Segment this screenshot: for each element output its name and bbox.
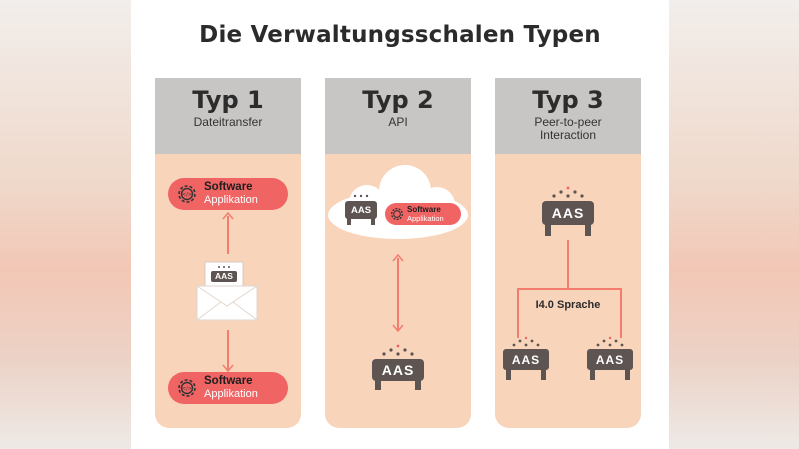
arrow-up-icon: [222, 212, 234, 220]
column-typ-1: Typ 1 Dateitransfer </> Software Applika…: [155, 78, 301, 428]
column-subtitle: API: [388, 115, 408, 129]
arrow-up-icon: [392, 254, 404, 262]
connector-horizontal: [517, 288, 621, 290]
slide: Die Verwaltungsschalen Typen Typ 1 Datei…: [131, 0, 669, 449]
background-blur-left: [0, 0, 131, 449]
arrow-down-icon: [392, 324, 404, 332]
column-header: Typ 1 Dateitransfer: [155, 78, 301, 154]
arrow-up-line: [227, 216, 229, 254]
envelope-icon: [196, 261, 258, 321]
column-typ-2: Typ 2 API AAS Software: [325, 78, 471, 428]
column-type: Typ 3: [532, 86, 604, 114]
arrow-down-icon: [222, 364, 234, 372]
connector-right: [620, 288, 622, 338]
pill-title: Software: [204, 181, 253, 193]
connector-vertical: [567, 240, 569, 288]
pill-subtitle: Applikation: [204, 388, 258, 400]
pill-title: Software: [407, 205, 441, 214]
right-aas-label: AAS: [595, 353, 625, 367]
svg-text:</>: </>: [182, 192, 192, 198]
top-aas-label: AAS: [551, 205, 585, 221]
arrow-down-line: [227, 330, 229, 370]
aas-device-icon: [372, 344, 424, 390]
column-subtitle-line2: Interaction: [539, 128, 597, 142]
background-blur-right: [669, 0, 799, 449]
column-type: Typ 1: [192, 86, 264, 114]
pill-subtitle: Applikation: [204, 194, 258, 206]
pill-title: Software: [204, 375, 253, 387]
software-app-pill-top: </> Software Applikation: [168, 178, 288, 210]
cloud-aas-label: AAS: [350, 205, 372, 216]
column-header: Typ 2 API: [325, 78, 471, 154]
language-label: I4.0 Sprache: [535, 299, 601, 311]
software-app-pill-cloud: Software Applikation: [385, 203, 461, 225]
column-type: Typ 2: [362, 86, 434, 114]
gear-icon: </>: [178, 185, 196, 203]
gear-icon: </>: [178, 379, 196, 397]
page-title: Die Verwaltungsschalen Typen: [199, 22, 601, 48]
column-subtitle: Dateitransfer: [193, 115, 263, 129]
column-subtitle-line1: Peer-to-peer: [534, 115, 602, 129]
connector-left: [517, 288, 519, 338]
left-aas-label: AAS: [511, 353, 541, 367]
software-app-pill-bottom: </> Software Applikation: [168, 372, 288, 404]
aas-device-icon: [345, 194, 377, 225]
column-header: Typ 3 Peer-to-peer Interaction: [495, 78, 641, 154]
bottom-aas-label: AAS: [381, 362, 415, 378]
envelope-aas-label: AAS: [215, 271, 233, 281]
aas-device-icon: [503, 336, 549, 380]
aas-device-icon: [587, 336, 633, 380]
svg-text:</>: </>: [182, 386, 192, 392]
gear-icon: [391, 208, 403, 220]
aas-device-icon: [542, 186, 594, 236]
column-typ-3: Typ 3 Peer-to-peer Interaction AAS I4.0 …: [495, 78, 641, 428]
pill-subtitle: Applikation: [407, 214, 444, 223]
connector-line: [397, 258, 399, 330]
